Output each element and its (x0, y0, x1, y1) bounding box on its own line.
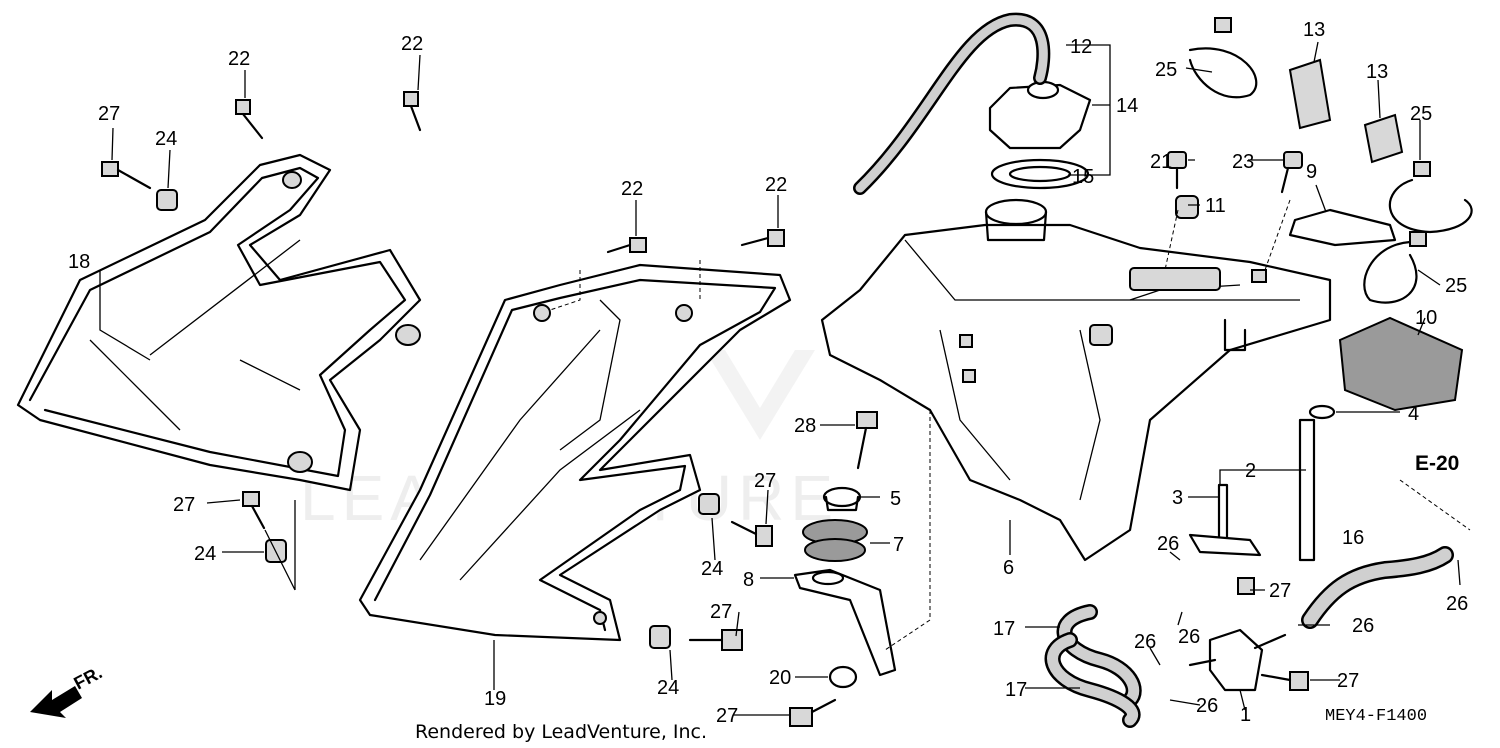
bolt-21 (1167, 151, 1187, 190)
tube-3 (1217, 483, 1229, 542)
band-25-b (1388, 161, 1473, 234)
callout-5: 5 (890, 488, 901, 510)
callout-22-c: 22 (621, 178, 643, 200)
callout-25-a: 25 (1155, 59, 1177, 81)
callout-18: 18 (68, 251, 90, 273)
callout-23: 23 (1232, 151, 1254, 173)
callout-12: 12 (1070, 36, 1092, 58)
bolt-23 (1280, 151, 1303, 194)
cap-gasket (990, 158, 1090, 190)
clip-4 (1308, 404, 1336, 420)
right-shroud (358, 263, 792, 642)
callout-28: 28 (794, 415, 816, 437)
callout-10: 10 (1415, 307, 1437, 329)
breather-tube (853, 12, 1051, 195)
callout-16: 16 (1342, 527, 1364, 549)
collar-5 (822, 486, 862, 512)
bolt-27-c (730, 520, 773, 547)
fuel-line-16 (1301, 546, 1454, 629)
callout-27-e: 27 (716, 705, 738, 727)
diagram-code: MEY4-F1400 (1325, 707, 1427, 726)
bolt-22-c (606, 237, 647, 254)
bolt-22-b (403, 91, 422, 132)
bracket-13-a (1288, 58, 1332, 130)
fuel-cap (988, 80, 1092, 150)
fuel-valve-1 (1188, 628, 1287, 692)
bolt-28 (856, 411, 878, 470)
bolt-27-a (101, 161, 152, 190)
callout-13-b: 13 (1366, 61, 1388, 83)
bolt-22-a (235, 99, 264, 140)
callout-8: 8 (743, 569, 754, 591)
credit-text: Rendered by LeadVenture, Inc. (415, 721, 707, 743)
callout-13-a: 13 (1303, 19, 1325, 41)
callout-22-b: 22 (401, 33, 423, 55)
callout-24-b: 24 (194, 543, 216, 565)
callout-27-b: 27 (173, 494, 195, 516)
callout-26-e: 26 (1352, 615, 1374, 637)
callout-21: 21 (1150, 151, 1172, 173)
left-shroud (16, 153, 422, 492)
heat-guard-10 (1338, 316, 1464, 412)
bolt-27-f (1260, 671, 1309, 691)
callout-25-b: 25 (1410, 103, 1432, 125)
callout-26-b: 26 (1178, 626, 1200, 648)
collar-24-a (156, 189, 178, 211)
bolt-22-d (740, 229, 785, 247)
callout-19: 19 (484, 688, 506, 710)
collar-24-d (649, 625, 671, 649)
callout-14: 14 (1116, 95, 1138, 117)
callout-24-a: 24 (155, 128, 177, 150)
callout-24-c: 24 (701, 558, 723, 580)
callout-3: 3 (1172, 487, 1183, 509)
watermark-logo (705, 350, 815, 440)
callout-26-a: 26 (1157, 533, 1179, 555)
bolt-27-e (1237, 577, 1255, 595)
collar-24-c (698, 493, 720, 515)
callout-6: 6 (1003, 557, 1014, 579)
callout-2: 2 (1245, 460, 1256, 482)
fuel-tank (820, 198, 1332, 562)
callout-7: 7 (893, 534, 904, 556)
callout-22-d: 22 (765, 174, 787, 196)
callout-17-a: 17 (993, 618, 1015, 640)
callout-27-g: 27 (1337, 670, 1359, 692)
callout-15: 15 (1072, 166, 1094, 188)
leader-lines (99, 41, 1471, 716)
callout-27-f: 27 (1269, 580, 1291, 602)
bracket-13-b (1363, 113, 1404, 164)
callout-26-c: 26 (1134, 631, 1156, 653)
strainer-2 (1298, 418, 1316, 562)
bolt-27-d (688, 629, 743, 651)
bolt-27-b (242, 491, 266, 530)
bolt-27-g (789, 698, 837, 727)
callout-27-d: 27 (710, 601, 732, 623)
callout-25-c: 25 (1445, 275, 1467, 297)
section-reference: E-20 (1415, 452, 1459, 475)
band-25-a (1188, 17, 1258, 99)
rubber-7 (802, 519, 868, 562)
front-arrow-icon (30, 686, 82, 718)
callout-11: 11 (1205, 195, 1226, 217)
stay-8 (793, 568, 897, 677)
bracket-9 (1288, 208, 1397, 247)
callout-26-d: 26 (1196, 695, 1218, 717)
band-25-c (1363, 231, 1427, 304)
callout-4: 4 (1408, 403, 1419, 425)
callout-27-c: 27 (754, 470, 776, 492)
fuel-line-17-a (1056, 604, 1142, 708)
valve-plate (1188, 533, 1262, 557)
callout-20: 20 (769, 667, 791, 689)
callout-24-d: 24 (657, 677, 679, 699)
collar-11 (1175, 195, 1199, 219)
callout-17-b: 17 (1005, 679, 1027, 701)
callout-26-f: 26 (1446, 593, 1468, 615)
collar-20 (828, 665, 858, 689)
callout-22-a: 22 (228, 48, 250, 70)
callout-27-a: 27 (98, 103, 120, 125)
callout-1: 1 (1240, 704, 1251, 726)
fuel-line-17-b (1044, 632, 1141, 728)
callout-9: 9 (1306, 161, 1317, 183)
